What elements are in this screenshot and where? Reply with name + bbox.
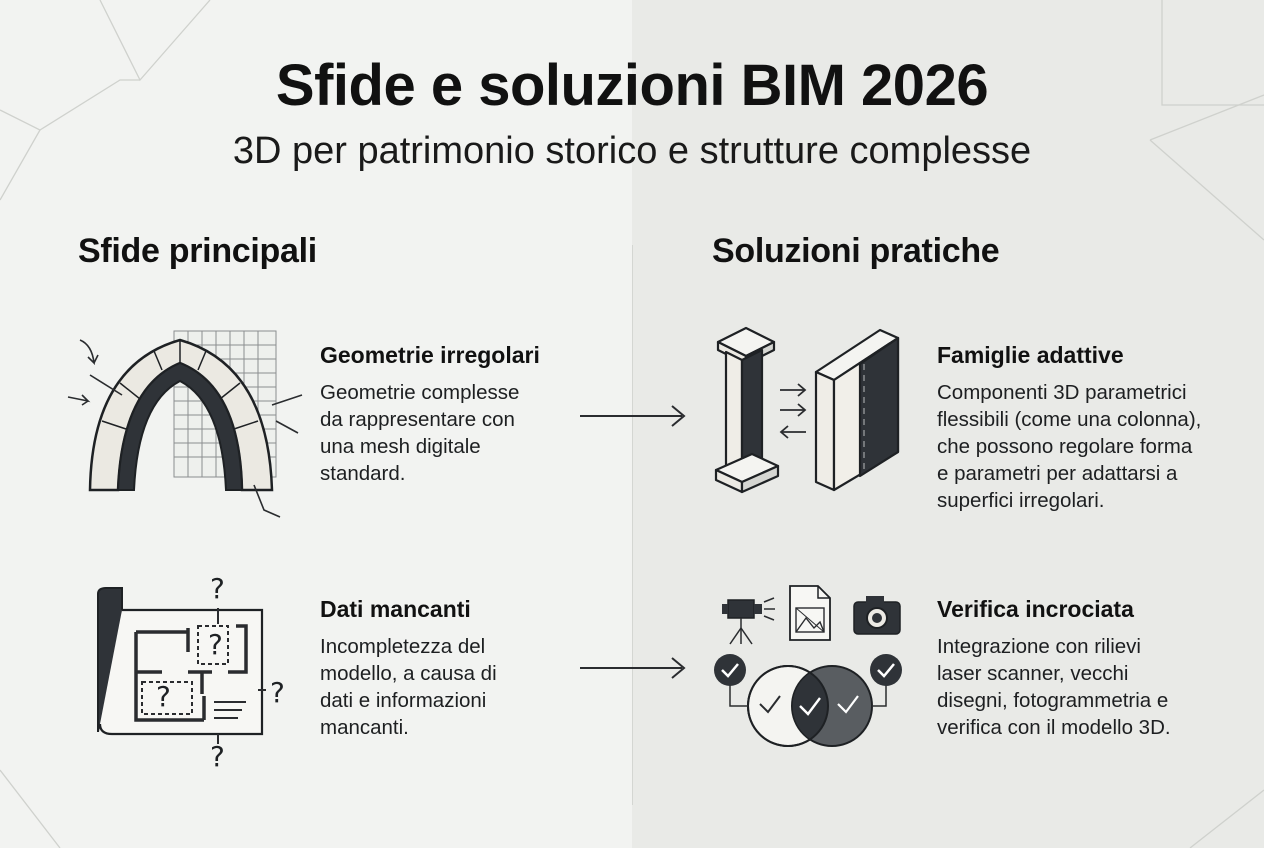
- text-line: e parametri per adattarsi a: [937, 462, 1178, 485]
- item-title-dati: Dati mancanti: [320, 596, 471, 622]
- text-line: laser scanner, vecchi: [937, 662, 1129, 685]
- text-line: Integrazione con rilievi: [937, 635, 1141, 658]
- text-line: che possono regolare forma: [937, 435, 1193, 458]
- question-mark-icon: ?: [156, 680, 171, 713]
- text-line: modello, a causa di: [320, 662, 497, 685]
- item-title-verifica: Verifica incrociata: [937, 596, 1134, 622]
- text-line: standard.: [320, 462, 406, 485]
- text-line: una mesh digitale: [320, 435, 481, 458]
- arrow-right-icon: [580, 657, 686, 679]
- text-line: Geometrie complesse: [320, 381, 520, 404]
- camera-icon: [853, 596, 901, 635]
- text-line: da rappresentare con: [320, 408, 515, 431]
- text-line: mancanti.: [320, 716, 409, 739]
- question-mark-icon: ?: [208, 628, 223, 661]
- floor-plan-question-icon: ? ? ? ? ?: [97, 572, 285, 772]
- text-line: superfici irregolari.: [937, 489, 1105, 512]
- text-line: disegni, fotogrammetria e: [937, 689, 1169, 712]
- solutions-heading: Soluzioni pratiche: [712, 232, 1000, 270]
- page-title: Sfide e soluzioni BIM 2026: [275, 53, 989, 118]
- item-title-famiglie: Famiglie adattive: [937, 342, 1124, 368]
- challenges-heading: Sfide principali: [78, 232, 317, 270]
- item-title-geometrie: Geometrie irregolari: [320, 342, 540, 368]
- item-text-dati: Incompletezza del modello, a causa di da…: [320, 633, 497, 741]
- arrow-right-icon: [580, 405, 686, 427]
- check-badge-icon: [714, 654, 746, 686]
- check-badge-icon: [870, 654, 902, 686]
- cross-verification-icon: [714, 585, 902, 747]
- column-divider: [632, 245, 633, 805]
- question-mark-icon: ?: [270, 676, 285, 709]
- item-text-verifica: Integrazione con rilievi laser scanner, …: [937, 633, 1171, 741]
- item-text-famiglie: Componenti 3D parametrici flessibili (co…: [937, 379, 1201, 514]
- question-mark-icon: ?: [210, 740, 225, 772]
- laser-scanner-icon: [722, 597, 775, 645]
- item-text-geometrie: Geometrie complesse da rappresentare con…: [320, 379, 519, 487]
- page-subtitle: 3D per patrimonio storico e strutture co…: [232, 130, 1032, 172]
- question-mark-icon: ?: [210, 572, 225, 605]
- text-line: flessibili (come una colonna),: [937, 408, 1202, 431]
- drawing-file-icon: [789, 585, 831, 641]
- text-line: verifica con il modello 3D.: [937, 716, 1171, 739]
- text-line: Incompletezza del: [320, 635, 486, 658]
- text-line: Componenti 3D parametrici: [937, 381, 1187, 404]
- adaptive-column-icon: [714, 326, 900, 494]
- text-line: dati e informazioni: [320, 689, 487, 712]
- gothic-arch-mesh-icon: [67, 330, 303, 518]
